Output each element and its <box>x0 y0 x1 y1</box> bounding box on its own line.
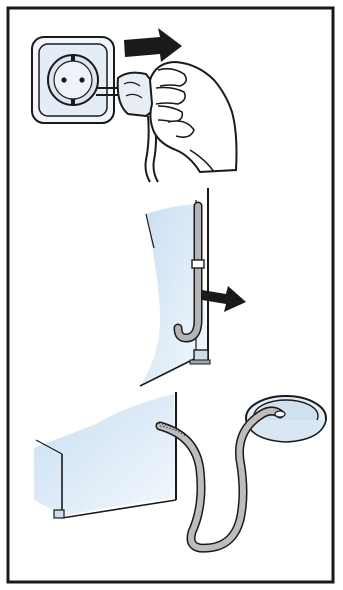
appliance-foot-icon-2 <box>54 510 64 518</box>
hand-icon <box>150 62 237 172</box>
pull-arrow-icon <box>124 28 182 62</box>
unplug-panel <box>32 28 237 182</box>
drain-panel <box>34 392 326 548</box>
appliance-front-panel <box>34 394 176 516</box>
hose-release-panel <box>140 188 246 386</box>
wall-socket-icon <box>32 37 114 123</box>
